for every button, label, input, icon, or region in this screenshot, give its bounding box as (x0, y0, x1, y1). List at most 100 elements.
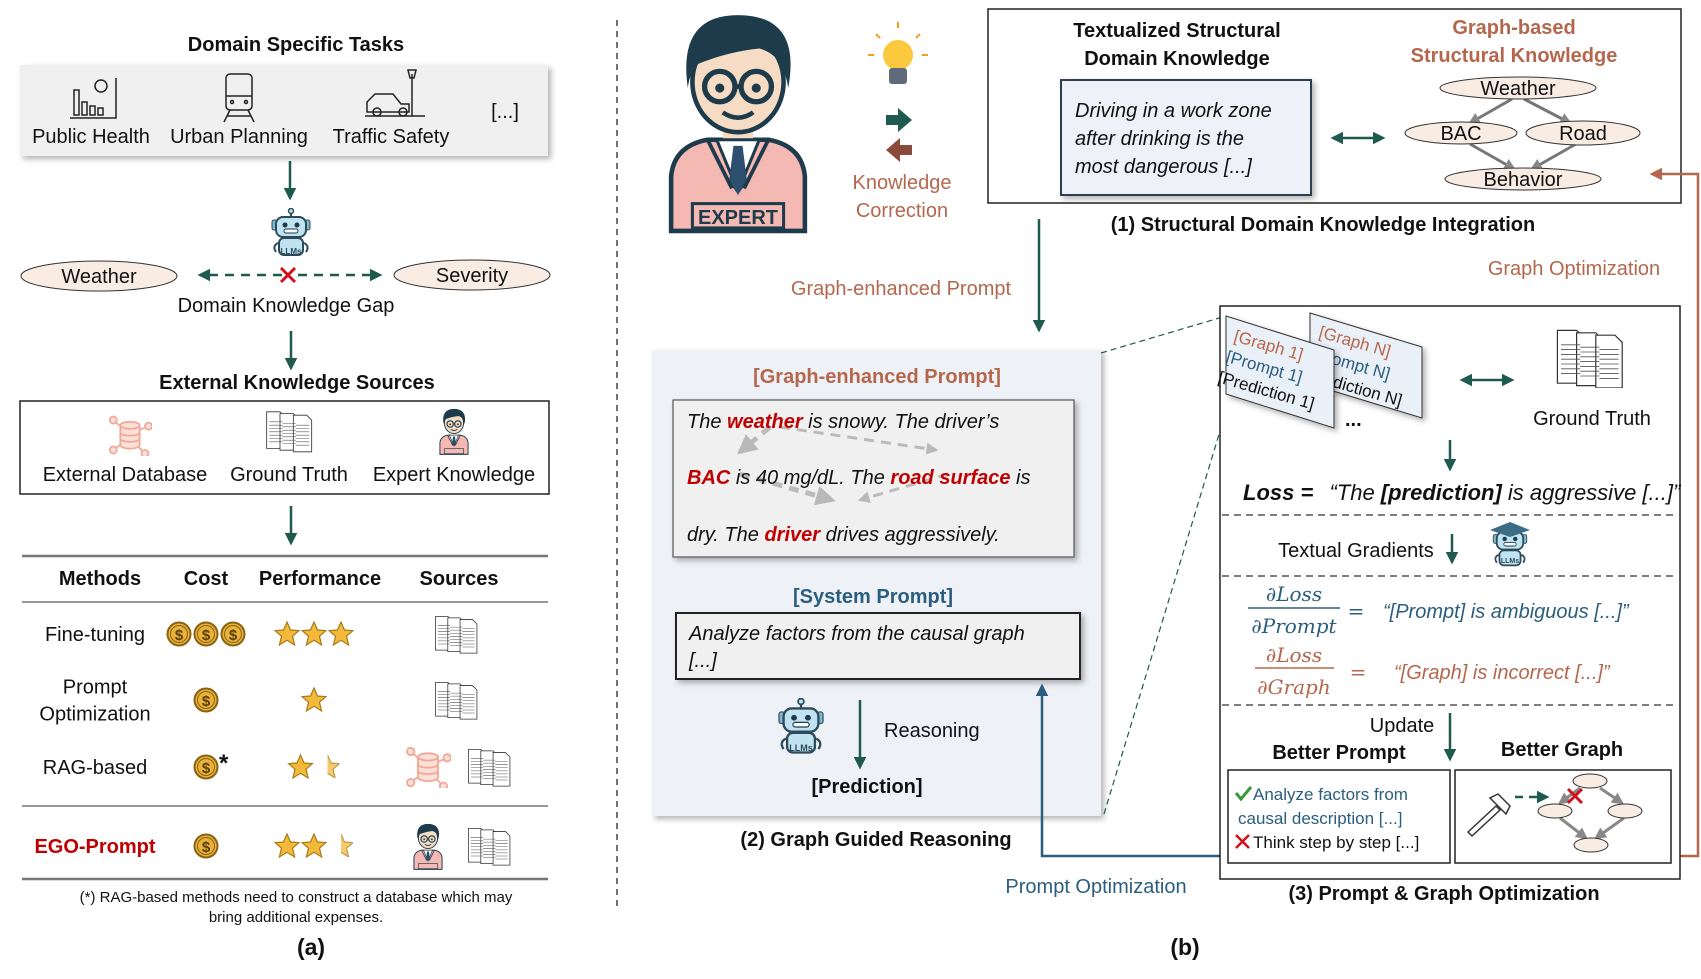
footnote-line-2: bring additional expenses. (209, 909, 383, 926)
grad-prompt-equals: = (1348, 599, 1365, 623)
star-icon (301, 621, 327, 646)
public-health-icon (70, 78, 117, 119)
system-prompt-title: [System Prompt] (793, 586, 953, 608)
better-prompt-line: causal description [...] (1238, 809, 1402, 828)
graph-node-behavior (1444, 167, 1602, 191)
robot-label: LLMs (789, 743, 813, 753)
caption-b: (b) (1170, 934, 1199, 960)
method-name: Optimization (39, 704, 150, 726)
better-prompt-line: Think step by step [...] (1253, 833, 1419, 852)
method-name: Fine-tuning (45, 624, 145, 646)
graph-prompt-line-2: BAC is 40 mg/dL. The road surface is (687, 467, 1030, 489)
loss-text: “The [prediction] is aggressive [...]” (1329, 480, 1682, 505)
graph-node-bac (1404, 121, 1518, 145)
tasks-title: Domain Specific Tasks (188, 34, 404, 56)
table-row: EGO-Prompt$ (34, 823, 511, 870)
grad-graph-numerator: ∂Loss (1266, 643, 1322, 667)
ground-truth-icon (435, 681, 478, 720)
panel-a: Domain Specific Tasks Public Health Urba… (19, 34, 551, 960)
expert-avatar (671, 15, 805, 231)
cross-icon (1235, 834, 1250, 849)
prediction-label: [Prediction] (811, 776, 922, 798)
ground-truth-label: Ground Truth (1533, 408, 1651, 430)
expert-icon (413, 823, 443, 870)
table-row: RAG-based$* (43, 746, 511, 788)
better-graph-nodes (1537, 773, 1643, 853)
method-name: EGO-Prompt (34, 836, 155, 858)
hammer-icon (1466, 793, 1511, 838)
reasoning-label: Reasoning (884, 720, 980, 742)
grad-prompt-numerator: ∂Loss (1266, 582, 1322, 606)
grad-prompt-denominator: ∂Prompt (1251, 614, 1337, 638)
highlight-term: driver (764, 524, 821, 546)
grad-graph-denominator: ∂Graph (1257, 675, 1331, 699)
text-segment: The (687, 411, 727, 433)
node-severity (393, 259, 551, 291)
gradient-graph: ∂Loss ∂Graph = (1255, 643, 1366, 699)
update-label: Update (1370, 715, 1435, 737)
highlight-term: road surface (890, 467, 1010, 489)
zoom-guide-bottom (1103, 397, 1231, 815)
ground-truth-icon (1556, 329, 1623, 388)
stage3-caption: (3) Prompt & Graph Optimization (1288, 883, 1599, 905)
method-name: Prompt (63, 677, 128, 699)
graph-optimization-label: Graph Optimization (1488, 258, 1660, 280)
ground-truth-icon (468, 748, 511, 787)
text-knowledge-title-2: Domain Knowledge (1084, 48, 1270, 70)
header-cost: Cost (184, 568, 229, 590)
task-more: [...] (491, 101, 519, 123)
panel-b: EXPERT Knowledge Correction Textualized … (652, 8, 1700, 960)
ground-truth-icon (468, 827, 511, 866)
task-traffic-safety: Traffic Safety (333, 126, 450, 148)
arrow-right-icon (886, 108, 912, 132)
star-icon (328, 621, 354, 646)
cost-note: * (219, 750, 229, 777)
better-graph-title: Better Graph (1501, 739, 1623, 761)
loss-label: Loss = (1243, 480, 1313, 505)
dollar-sign: $ (175, 627, 184, 644)
arrow-left-icon (886, 138, 912, 162)
loss-text-segment: “The (1329, 480, 1380, 505)
cards-ellipsis: ... (1345, 409, 1362, 431)
better-prompt-box (1227, 769, 1451, 864)
source-expert-knowledge: Expert Knowledge (373, 464, 535, 486)
cross-icon (1566, 787, 1584, 805)
graph-edges (1467, 97, 1577, 171)
table-row: Fine-tuning$$$ (45, 615, 478, 654)
text-knowledge-box (1060, 79, 1312, 196)
tasks-box (20, 65, 548, 156)
knowledge-correction-line-2: Correction (856, 200, 948, 222)
textual-gradients-label: Textual Gradients (1278, 540, 1434, 562)
dollar-sign: $ (202, 760, 211, 777)
grad-prompt-text: “[Prompt] is ambiguous [...]” (1383, 601, 1630, 623)
system-prompt-line-2: [...] (688, 650, 717, 672)
text-knowledge-line-2: after drinking is the (1075, 128, 1244, 150)
node-weather-label: Weather (61, 266, 137, 288)
highlight-term: weather (727, 411, 804, 433)
card-1: [Graph 1] [Prompt 1] [Prediction 1] (1216, 315, 1335, 429)
graph-node-weather-label: Weather (1480, 78, 1556, 100)
prompt-causal-arrows (736, 425, 949, 506)
robot-label: LLMs (281, 247, 302, 256)
footnote-line-1: (*) RAG-based methods need to construct … (80, 889, 513, 906)
graph-knowledge-title-2: Structural Knowledge (1411, 45, 1618, 67)
grad-graph-equals: = (1350, 660, 1367, 684)
dollar-sign: $ (229, 627, 238, 644)
highlight-term: BAC (687, 467, 731, 489)
graph-prompt-box (672, 399, 1075, 558)
check-icon (1234, 786, 1253, 802)
sources-title: External Knowledge Sources (159, 372, 435, 394)
comparison-table: Methods Cost Performance Sources Fine-tu… (22, 554, 548, 881)
system-prompt-box (675, 612, 1081, 680)
ground-truth-icon (435, 615, 478, 654)
text-segment: is (1010, 467, 1030, 489)
text-segment: dry. The (687, 524, 764, 546)
zoom-guide-top (1100, 315, 1227, 354)
star-icon (287, 754, 314, 779)
task-public-health: Public Health (32, 126, 150, 148)
prompt-optimization-label: Prompt Optimization (1005, 876, 1186, 898)
cross-icon (279, 266, 297, 284)
text-knowledge-line-3: most dangerous [...] (1075, 156, 1252, 178)
